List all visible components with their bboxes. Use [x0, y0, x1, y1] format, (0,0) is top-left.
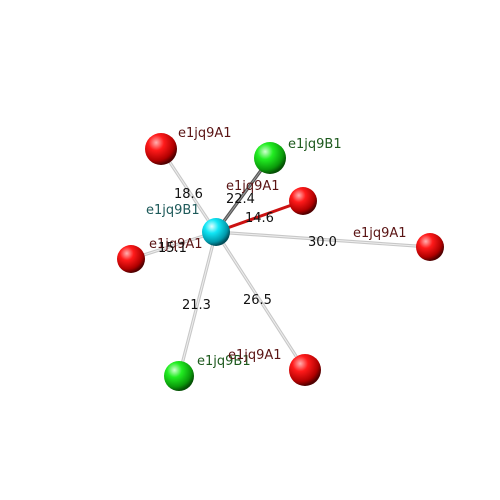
atom-top-left-distance-label: 18.6 — [174, 187, 203, 202]
atom-bottom-red-sphere — [289, 354, 321, 386]
atom-near-red-label: e1jq9A1 — [226, 179, 280, 194]
atom-top-green-sphere — [254, 142, 286, 174]
atom-bottom-green-distance-label: 21.3 — [182, 298, 211, 313]
atom-near-red-distance-label: 14.6 — [245, 211, 274, 226]
atom-bottom-red-bond-highlight — [215, 231, 306, 371]
atom-bottom-red-distance-label: 26.5 — [243, 293, 272, 308]
spheres-layer — [117, 133, 444, 391]
atom-near-red-sphere — [289, 187, 317, 215]
atom-bottom-green-bond-highlight — [178, 231, 217, 377]
atom-top-left-sphere — [145, 133, 177, 165]
bonds-layer — [129, 147, 432, 378]
atom-left-red-label: e1jq9A1 — [149, 237, 203, 252]
center-atom-label: e1jq9B1 — [146, 203, 200, 218]
atom-near-red-bond — [214, 199, 305, 234]
atom-left-red-bond-highlight — [130, 231, 217, 260]
atom-right-red-sphere — [416, 233, 444, 261]
atom-left-red-distance-label: 15.1 — [158, 241, 187, 256]
atom-top-green-distance-label: 22.4 — [226, 192, 255, 207]
atom-right-red-label: e1jq9A1 — [353, 226, 407, 241]
atom-bottom-green-label: e1jq9B1 — [197, 354, 251, 369]
atom-top-green-label: e1jq9B1 — [288, 137, 342, 152]
atom-right-red-distance-label: 30.0 — [308, 235, 337, 250]
labels-layer: e1jq9A118.6e1jq9B122.4e1jq9A114.6e1jq9A1… — [146, 126, 407, 369]
atom-top-left-label: e1jq9A1 — [178, 126, 232, 141]
atom-right-red-bond-highlight — [215, 231, 431, 248]
center-atom-sphere — [202, 218, 230, 246]
atom-left-red-sphere — [117, 245, 145, 273]
atom-top-left-bond-highlight — [160, 148, 217, 233]
atom-bottom-red-label: e1jq9A1 — [228, 348, 282, 363]
atom-bottom-green-sphere — [164, 361, 194, 391]
